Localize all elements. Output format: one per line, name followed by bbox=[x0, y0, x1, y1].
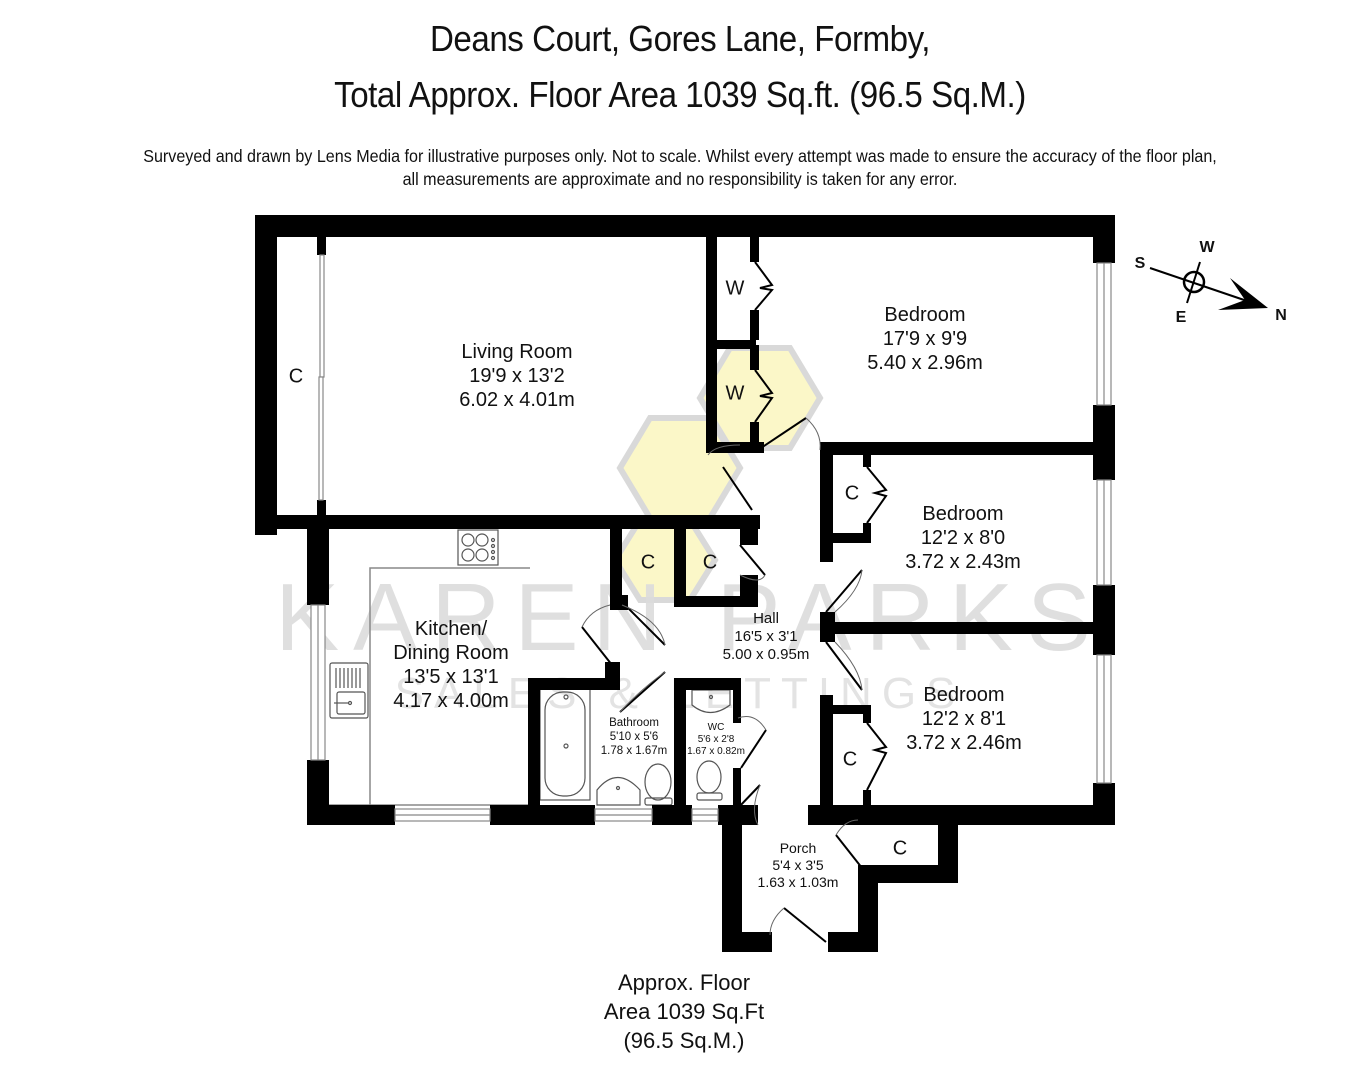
room-name: WC bbox=[707, 722, 725, 733]
compass-north-label: N bbox=[1275, 307, 1287, 324]
property-address: Deans Court, Gores Lane, Formby, bbox=[429, 18, 931, 59]
cupboard-label-hall-1: C bbox=[640, 551, 656, 574]
room-wc: WC 5'6 x 2'8 1.67 x 0.82m bbox=[687, 722, 745, 758]
room-imperial: 16'5 x 3'1 bbox=[734, 628, 798, 645]
room-name: Bedroom bbox=[923, 684, 1005, 706]
compass-west-label: W bbox=[1199, 239, 1215, 256]
room-name-line-1: Kitchen/ bbox=[414, 618, 488, 640]
cupboard-label-bedroom-2: C bbox=[844, 482, 860, 505]
wardrobe-label-2: W bbox=[725, 382, 745, 405]
cupboard-label-porch: C bbox=[892, 837, 908, 860]
wardrobe-label-1: W bbox=[725, 277, 745, 300]
room-metric: 6.02 x 4.01m bbox=[459, 389, 575, 411]
room-imperial: 5'6 x 2'8 bbox=[697, 734, 735, 745]
room-metric: 5.00 x 0.95m bbox=[722, 646, 810, 663]
room-bedroom-1: Bedroom 17'9 x 9'9 5.40 x 2.96m bbox=[867, 303, 983, 375]
basin-icon bbox=[596, 776, 641, 806]
footer-line-1: Approx. Floor bbox=[617, 970, 751, 995]
wc-toilet-icon bbox=[696, 760, 723, 801]
room-name: Hall bbox=[753, 610, 779, 627]
room-name: Bedroom bbox=[922, 503, 1004, 525]
footer-line-3: (96.5 Sq.M.) bbox=[623, 1028, 745, 1053]
cupboard-label-hall-2: C bbox=[702, 551, 718, 574]
windows bbox=[310, 254, 1112, 822]
compass-south-label: S bbox=[1134, 255, 1146, 272]
room-living-room: Living Room 19'9 x 13'2 6.02 x 4.01m bbox=[459, 340, 575, 412]
room-metric: 1.63 x 1.03m bbox=[757, 873, 839, 890]
cupboard-label-bedroom-3: C bbox=[842, 748, 858, 771]
compass-east-label: E bbox=[1175, 309, 1187, 326]
room-name: Bedroom bbox=[884, 304, 966, 326]
room-name: Porch bbox=[779, 840, 817, 856]
room-name: Bathroom bbox=[609, 717, 659, 729]
room-imperial: 17'9 x 9'9 bbox=[882, 328, 968, 350]
compass-icon bbox=[1149, 261, 1268, 310]
wc-basin-icon bbox=[691, 689, 731, 714]
room-metric: 5.40 x 2.96m bbox=[867, 352, 983, 374]
total-floor-area: Total Approx. Floor Area 1039 Sq.ft. (96… bbox=[334, 74, 1026, 115]
room-imperial: 5'4 x 3'5 bbox=[772, 856, 824, 873]
room-imperial: 5'10 x 5'6 bbox=[609, 730, 659, 743]
footer-line-2: Area 1039 Sq.Ft bbox=[603, 999, 765, 1024]
room-metric: 4.17 x 4.00m bbox=[393, 690, 509, 712]
doors bbox=[581, 261, 888, 943]
disclaimer-line-1: Surveyed and drawn by Lens Media for ill… bbox=[143, 146, 1217, 166]
cupboard-label-living: C bbox=[288, 365, 304, 388]
room-metric: 1.78 x 1.67m bbox=[600, 744, 668, 757]
room-metric: 1.67 x 0.82m bbox=[687, 746, 745, 757]
walls bbox=[255, 215, 1115, 952]
room-name: Living Room bbox=[461, 341, 573, 363]
room-imperial: 12'2 x 8'1 bbox=[921, 708, 1007, 730]
room-bedroom-3: Bedroom 12'2 x 8'1 3.72 x 2.46m bbox=[906, 683, 1022, 755]
room-kitchen-dining: Kitchen/ Dining Room 13'5 x 13'1 4.17 x … bbox=[393, 617, 509, 713]
room-imperial: 19'9 x 13'2 bbox=[469, 365, 565, 387]
door-arcs bbox=[581, 417, 863, 936]
room-bedroom-2: Bedroom 12'2 x 8'0 3.72 x 2.43m bbox=[905, 502, 1021, 574]
room-imperial: 12'2 x 8'0 bbox=[920, 527, 1006, 549]
toilet-icon bbox=[644, 763, 673, 806]
room-metric: 3.72 x 2.43m bbox=[905, 551, 1021, 573]
room-imperial: 13'5 x 13'1 bbox=[403, 666, 499, 688]
room-hall: Hall 16'5 x 3'1 5.00 x 0.95m bbox=[723, 610, 810, 664]
sink-icon bbox=[329, 662, 369, 719]
floor-area-summary: Approx. Floor Area 1039 Sq.Ft (96.5 Sq.M… bbox=[604, 968, 764, 1055]
disclaimer-line-2: all measurements are approximate and no … bbox=[402, 169, 958, 189]
room-bathroom: Bathroom 5'10 x 5'6 1.78 x 1.67m bbox=[601, 717, 667, 758]
hob-icon bbox=[457, 529, 499, 566]
room-metric: 3.72 x 2.46m bbox=[906, 732, 1022, 754]
room-name-line-2: Dining Room bbox=[393, 642, 509, 664]
room-porch: Porch 5'4 x 3'5 1.63 x 1.03m bbox=[758, 840, 839, 890]
